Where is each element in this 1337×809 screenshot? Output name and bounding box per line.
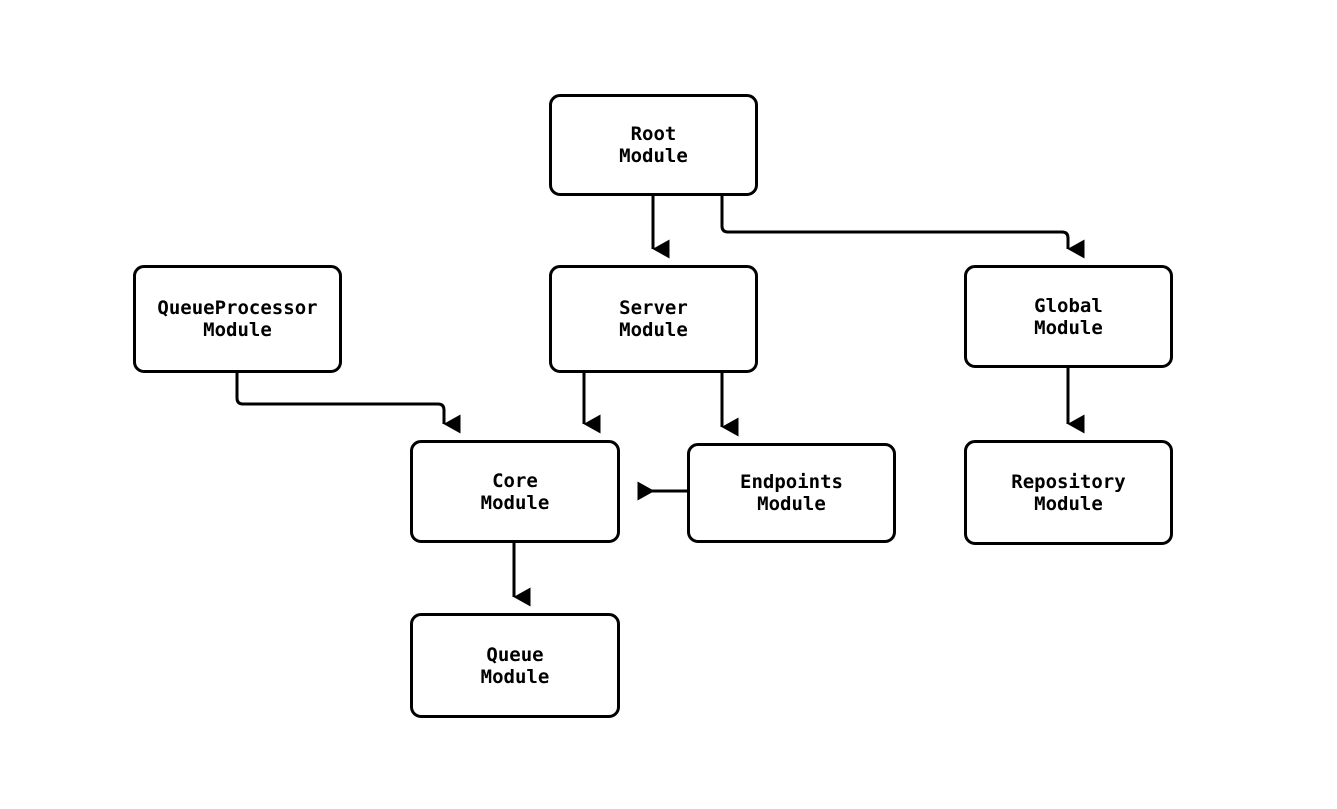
node-label-line2: Module [1034, 316, 1103, 339]
node-label-line1: Core [492, 469, 538, 492]
node-label-line1: Repository [1011, 470, 1126, 493]
node-label-line2: Module [480, 491, 550, 514]
node-label-line1: Endpoints [740, 471, 843, 493]
edge-root-global [720, 196, 1085, 259]
node-label-line1: Root [630, 123, 677, 145]
node-label-line2: Module [619, 319, 688, 341]
edge-queueprocessor-core [235, 373, 461, 434]
node-label-line1: Server [619, 297, 688, 319]
node-label-line1: Queue [486, 643, 544, 666]
node-label-line2: Module [203, 319, 272, 341]
node-label-line2: Module [480, 665, 550, 688]
node-label-line2: Module [1034, 492, 1103, 515]
node-label-line2: Module [757, 493, 826, 515]
node-label-line1: QueueProcessor [157, 297, 318, 319]
node-label-line1: Global [1034, 294, 1103, 317]
node-label-line2: Module [619, 145, 688, 167]
